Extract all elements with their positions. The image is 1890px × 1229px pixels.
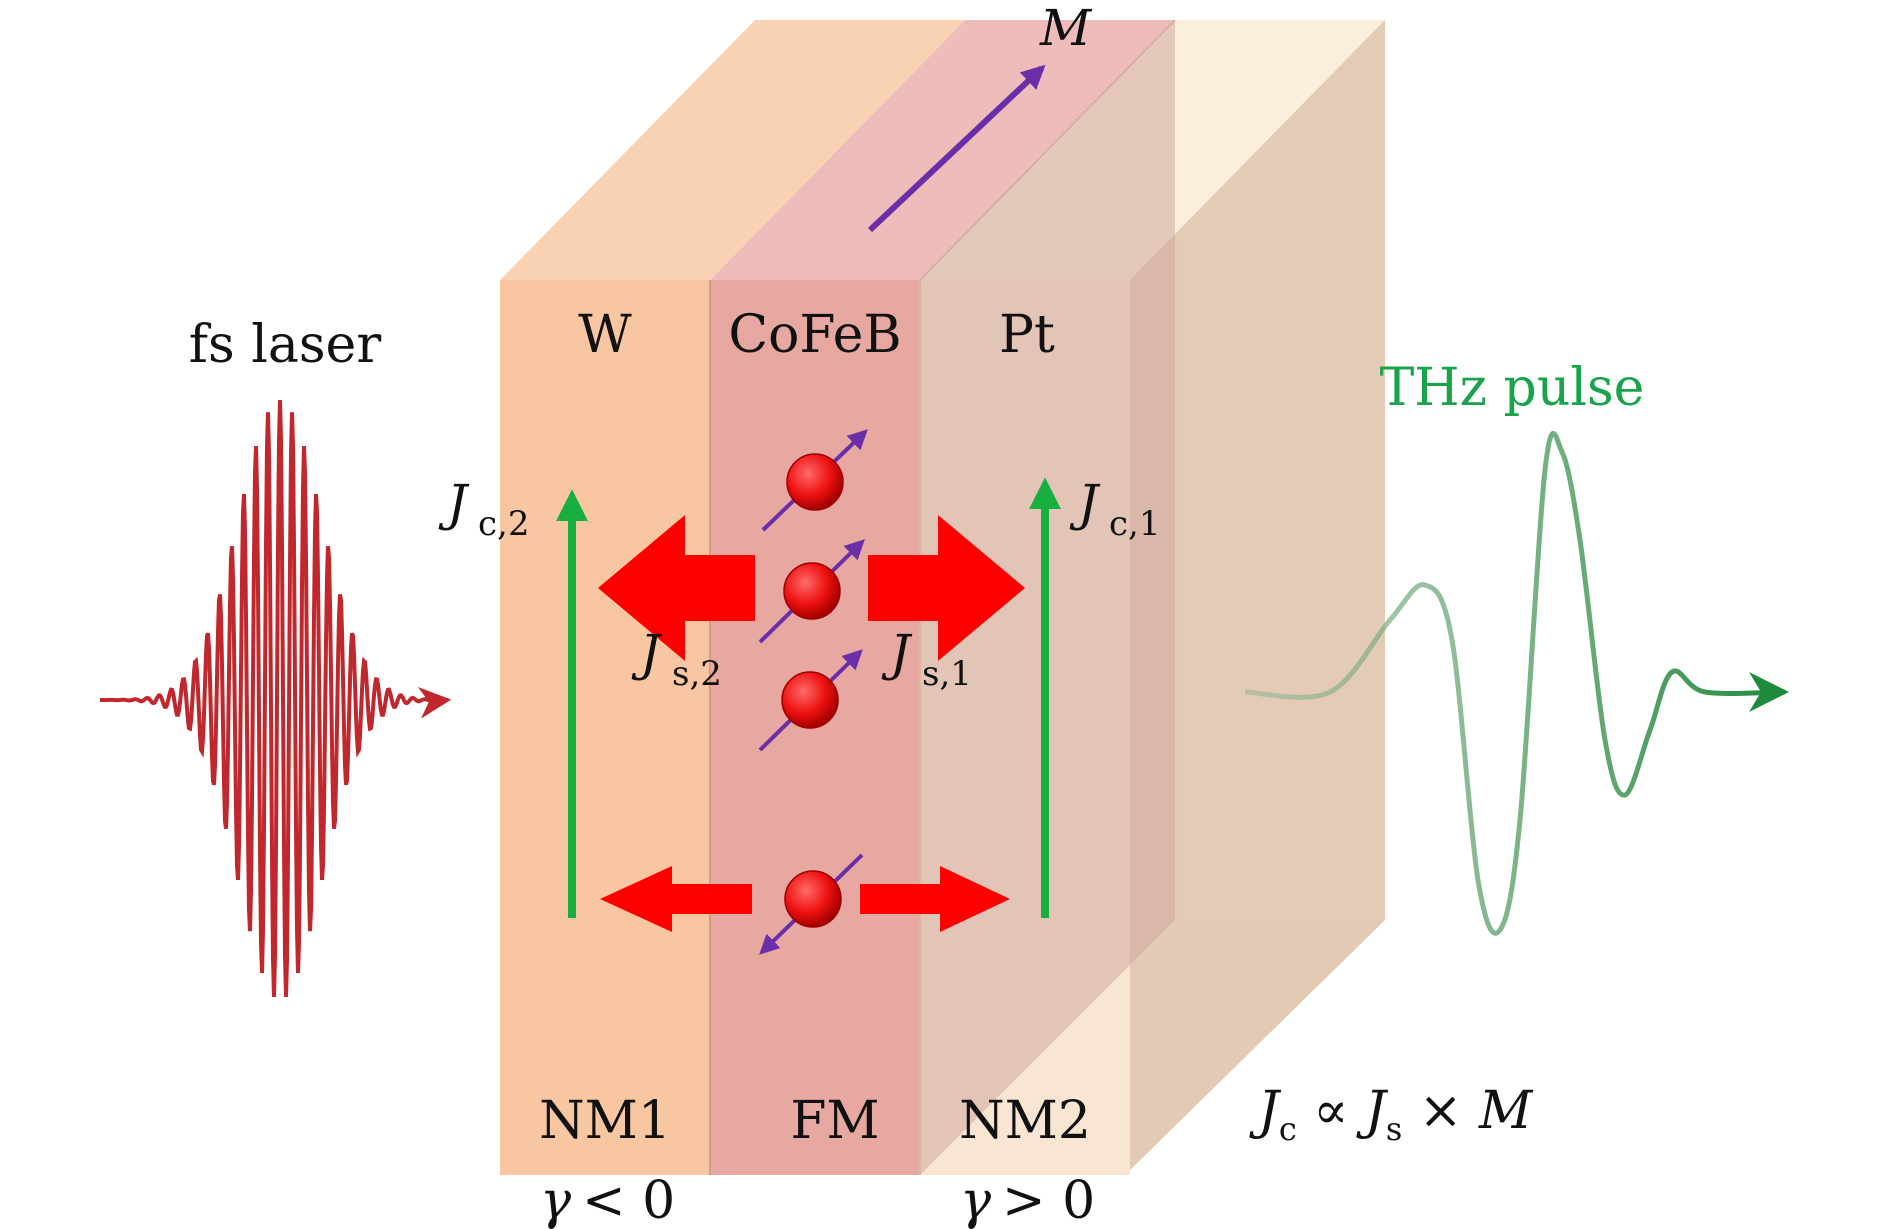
layer-role-nm1: NM1 bbox=[539, 1091, 671, 1151]
svg-text:γ: γ bbox=[960, 1171, 992, 1229]
nm1-layer-front bbox=[500, 280, 710, 1175]
gamma-right-label: γ > 0 bbox=[960, 1171, 1095, 1229]
layer-label-pt: Pt bbox=[999, 305, 1055, 365]
spin-current-arrow-lower-left bbox=[600, 866, 752, 932]
svg-text:< 0: < 0 bbox=[582, 1171, 675, 1229]
layer-label-w: W bbox=[578, 305, 632, 365]
spin-current-arrow-upper-left bbox=[598, 515, 755, 661]
svg-text:Jc ∝ Js × M: Jc ∝ Js × M bbox=[1249, 1081, 1534, 1148]
magnetization-label: M bbox=[1039, 0, 1093, 57]
electron-spin-2 bbox=[758, 539, 865, 644]
spin-current-arrow-lower-right bbox=[860, 866, 1010, 932]
svg-text:> 0: > 0 bbox=[1002, 1171, 1095, 1229]
edge-top bbox=[919, 19, 1176, 281]
layer-role-fm: FM bbox=[790, 1091, 879, 1151]
gamma-left-label: γ < 0 bbox=[540, 1171, 675, 1229]
layer-role-nm2: NM2 bbox=[959, 1091, 1091, 1151]
nm1-layer-top bbox=[500, 20, 965, 280]
current-relation-equation: Jc ∝ Js × M bbox=[1249, 1081, 1534, 1148]
nm2-layer-side bbox=[1130, 20, 1385, 1170]
laser-pulse-wave bbox=[100, 399, 452, 997]
svg-text:s,2: s,2 bbox=[672, 654, 722, 694]
svg-text:c,1: c,1 bbox=[1109, 504, 1160, 544]
svg-text:c,2: c,2 bbox=[478, 504, 529, 544]
magnetization-arrow bbox=[867, 64, 1046, 233]
electron-spin-3 bbox=[758, 649, 863, 752]
svg-text:s,1: s,1 bbox=[922, 654, 972, 694]
fm-layer-top bbox=[710, 20, 1175, 280]
thz-label: THz pulse bbox=[1380, 358, 1645, 418]
electron-spin-4 bbox=[759, 853, 864, 955]
thz-pulse-wave bbox=[1244, 430, 1789, 936]
svg-text:γ: γ bbox=[540, 1171, 572, 1229]
svg-text:J: J bbox=[438, 474, 470, 532]
layer-label-cofeb: CoFeB bbox=[728, 305, 901, 365]
electron-spin-1 bbox=[761, 429, 868, 532]
spin-current-arrow-upper-right bbox=[868, 515, 1025, 661]
laser-label: fs laser bbox=[189, 315, 382, 375]
